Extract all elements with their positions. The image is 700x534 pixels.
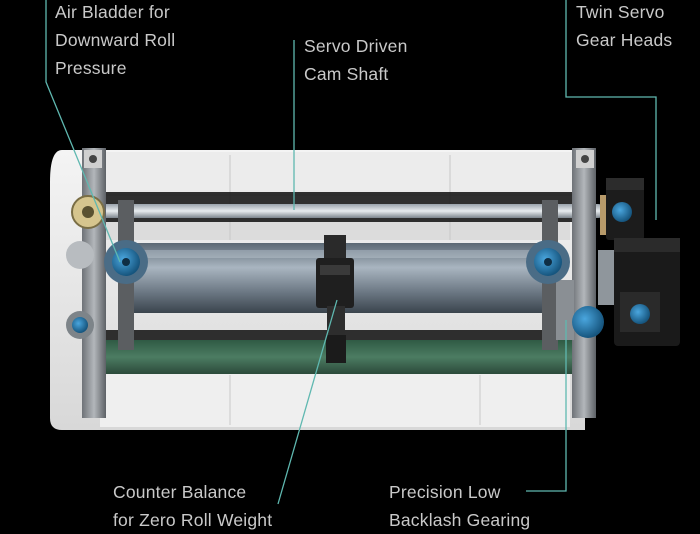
left-blue-hub xyxy=(104,240,148,284)
leader-counter-balance xyxy=(277,299,338,505)
callout-counter-balance-line2: for Zero Roll Weight xyxy=(113,510,273,530)
counter-balance-assembly xyxy=(316,235,354,363)
callout-counter-balance-line1: Counter Balance xyxy=(113,482,247,502)
callout-servo-driven-line1: Servo Driven xyxy=(304,36,408,56)
callout-precision-gearing: Precision Low Backlash Gearing xyxy=(389,478,530,534)
callout-counter-balance: Counter Balance for Zero Roll Weight xyxy=(113,478,272,534)
leader-precision-gearing xyxy=(526,320,567,492)
twin-servo-gear-heads xyxy=(598,178,680,346)
callout-air-bladder-line3: Pressure xyxy=(55,58,127,78)
leader-twin-servo xyxy=(565,0,657,220)
cam-shaft xyxy=(75,204,605,218)
callout-twin-servo-line2: Gear Heads xyxy=(576,30,673,50)
callout-air-bladder-line1: Air Bladder for xyxy=(55,2,170,22)
callout-air-bladder-line2: Downward Roll xyxy=(55,30,176,50)
callout-twin-servo: Twin Servo Gear Heads xyxy=(576,0,672,54)
callout-precision-gearing-line1: Precision Low xyxy=(389,482,501,502)
right-blue-hub xyxy=(526,240,570,284)
callout-servo-driven: Servo Driven Cam Shaft xyxy=(304,32,408,88)
callout-twin-servo-line1: Twin Servo xyxy=(576,2,665,22)
leader-air-bladder xyxy=(45,0,121,263)
leader-lines xyxy=(45,0,657,505)
callout-servo-driven-line2: Cam Shaft xyxy=(304,64,389,84)
callout-air-bladder: Air Bladder for Downward Roll Pressure xyxy=(55,0,175,82)
callout-precision-gearing-line2: Backlash Gearing xyxy=(389,510,531,530)
